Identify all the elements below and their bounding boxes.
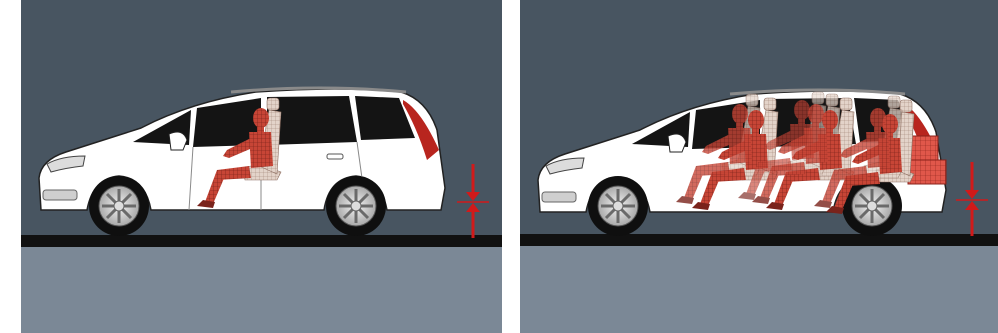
panel-driver-only [21,0,502,333]
floor [21,247,502,333]
scene-driver-only [21,0,502,333]
road [520,234,998,246]
scene-fully-loaded [520,0,998,333]
road [21,235,502,247]
panel-fully-loaded [520,0,998,333]
floor [520,246,998,333]
